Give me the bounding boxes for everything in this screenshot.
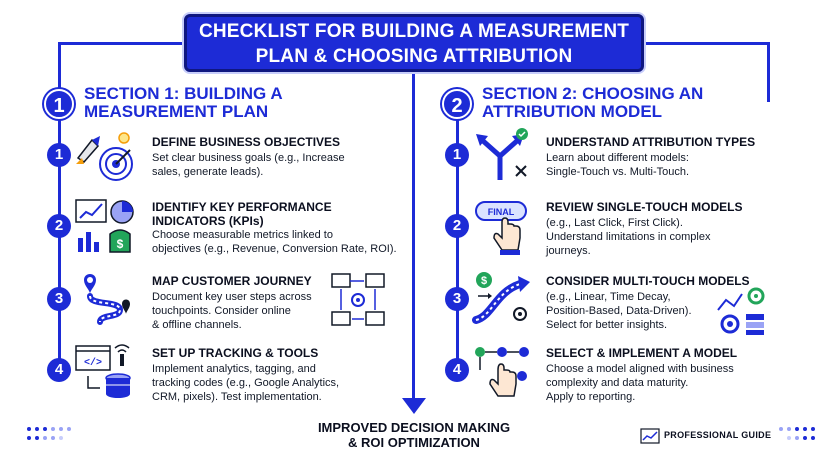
final-label: FINAL	[488, 207, 515, 217]
section-2-item-1-title: UNDERSTAND ATTRIBUTION TYPES	[546, 135, 755, 149]
section-2-item-3-desc-line-3: Select for better insights.	[546, 319, 668, 331]
section-2-item-4-desc-line-3: Apply to reporting.	[546, 391, 636, 403]
section-1-item-3-title-line: MAP CUSTOMER JOURNEY	[152, 274, 312, 288]
section-1-item-3-description: Document key user steps across touchpoin…	[152, 290, 312, 332]
section-2-item-4-title-line: SELECT & IMPLEMENT A MODEL	[546, 346, 738, 360]
section-2-step-3-badge: 3	[445, 287, 469, 311]
center-arrow-head-icon	[402, 398, 426, 414]
section-1-item-2-title: IDENTIFY KEY PERFORMANCE INDICATORS (KPI…	[152, 200, 332, 228]
svg-text:$: $	[117, 237, 124, 251]
section-2-title-line-1: SECTION 2: CHOOSING AN	[482, 84, 704, 103]
section-1-item-3-desc-line-3: & offline channels.	[152, 319, 242, 331]
frame-right-vertical-line	[767, 42, 770, 102]
section-2-item-2-title: REVIEW SINGLE-TOUCH MODELS	[546, 200, 742, 214]
section-1-item-1-desc-line-1: Set clear business goals (e.g., Increase	[152, 152, 345, 164]
section-1-step-3-badge: 3	[47, 287, 71, 311]
decorative-dots-right	[779, 427, 815, 440]
section-2-item-3-title: CONSIDER MULTI-TOUCH MODELS	[546, 274, 750, 288]
page-title: CHECKLIST FOR BUILDING A MEASUREMENT PLA…	[184, 14, 644, 72]
section-1-step-1-badge: 1	[47, 143, 71, 167]
section-2-item-2-desc-line-3: journeys.	[546, 245, 591, 257]
section-2-item-4-desc-line-2: complexity and data maturity.	[546, 377, 689, 389]
section-1-item-3-title: MAP CUSTOMER JOURNEY	[152, 274, 312, 288]
section-1-item-1-title-line: DEFINE BUSINESS OBJECTIVES	[152, 135, 341, 149]
svg-text:$: $	[481, 275, 487, 287]
svg-text:</>: </>	[84, 357, 102, 369]
section-1-step-4-badge: 4	[47, 358, 71, 382]
section-2-item-4-desc-line-1: Choose a model aligned with business	[546, 363, 734, 375]
decorative-dots-left	[27, 427, 71, 440]
section-1-number-badge: 1	[44, 89, 74, 119]
guide-chart-icon	[640, 428, 660, 444]
section-2-item-3-desc-line-2: Position-Based, Data-Driven).	[546, 305, 692, 317]
section-2-item-1-desc-line-2: Single-Touch vs. Multi-Touch.	[546, 166, 690, 178]
kpi-charts-icon: $	[75, 199, 134, 253]
section-1-item-4-title-line: SET UP TRACKING & TOOLS	[152, 346, 319, 360]
frame-right-top-line	[643, 42, 770, 45]
professional-guide-badge: PROFESSIONAL GUIDE	[664, 430, 772, 440]
section-1-title-line-2: MEASUREMENT PLAN	[84, 102, 269, 121]
section-2-item-2-title-line: REVIEW SINGLE-TOUCH MODELS	[546, 200, 743, 214]
section-1-item-4-desc-line-2: tracking codes (e.g., Google Analytics,	[152, 377, 340, 389]
final-click-icon: FINAL	[475, 201, 527, 255]
section-1-item-3-desc-line-2: touchpoints. Consider online	[152, 305, 291, 317]
section-2-item-2-desc-line-1: (e.g., Last Click, First Click).	[546, 217, 683, 229]
section-2-step-4-badge: 4	[445, 358, 469, 382]
gears-hierarchy-icon	[717, 287, 765, 335]
journey-path-icon	[84, 274, 130, 325]
select-model-icon	[475, 347, 529, 397]
section-1-item-2-desc-line-1: Choose measurable metrics linked to	[152, 229, 333, 241]
section-2-number-badge: 2	[442, 89, 472, 119]
section-1-step-2-badge: 2	[47, 214, 71, 238]
section-2-step-1-badge: 1	[445, 143, 469, 167]
section-2-step-2-badge: 2	[445, 214, 469, 238]
multi-path-icon: $	[472, 272, 530, 324]
section-1-item-2-description: Choose measurable metrics linked to obje…	[152, 228, 397, 256]
section-1-title: SECTION 1: BUILDING A MEASUREMENT PLAN	[84, 85, 283, 121]
section-1-item-2-title-line-2: INDICATORS (KPIs)	[152, 214, 264, 228]
section-2-item-3-description: (e.g., Linear, Time Decay, Position-Base…	[546, 290, 692, 332]
section-1-item-4-desc-line-1: Implement analytics, tagging, and	[152, 363, 316, 375]
section-1-item-4-title: SET UP TRACKING & TOOLS	[152, 346, 318, 360]
footer-outcome: IMPROVED DECISION MAKING & ROI OPTIMIZAT…	[296, 420, 532, 450]
section-1-item-1-desc-line-2: sales, generate leads).	[152, 166, 264, 178]
section-1-item-2-desc-line-2: objectives (e.g., Revenue, Conversion Ra…	[152, 243, 397, 255]
frame-left-vertical-line	[58, 42, 61, 102]
section-1-item-2-title-line-1: IDENTIFY KEY PERFORMANCE	[152, 200, 332, 214]
branching-arrows-icon	[476, 128, 528, 180]
section-2-item-1-desc-line-1: Learn about different models:	[546, 152, 689, 164]
frame-left-top-line	[58, 42, 185, 45]
section-2-title-line-2: ATTRIBUTION MODEL	[482, 102, 663, 121]
section-2-item-2-description: (e.g., Last Click, First Click). Underst…	[546, 216, 710, 258]
section-1-title-line-1: SECTION 1: BUILDING A	[84, 84, 283, 103]
section-2-item-4-description: Choose a model aligned with business com…	[546, 362, 734, 404]
footer-outcome-line-1: IMPROVED DECISION MAKING	[317, 420, 511, 435]
right-timeline-line	[456, 120, 459, 378]
section-1-item-1-title: DEFINE BUSINESS OBJECTIVES	[152, 135, 340, 149]
center-divider-line	[412, 72, 415, 402]
footer-outcome-line-2: & ROI OPTIMIZATION	[348, 435, 480, 450]
section-1-item-4-desc-line-3: CRM, pixels). Test implementation.	[152, 391, 322, 403]
section-2-item-4-title: SELECT & IMPLEMENT A MODEL	[546, 346, 737, 360]
code-database-icon: </>	[75, 344, 131, 398]
section-1-item-1-description: Set clear business goals (e.g., Increase…	[152, 151, 345, 179]
section-1-item-3-desc-line-1: Document key user steps across	[152, 291, 312, 303]
section-2-item-1-title-line: UNDERSTAND ATTRIBUTION TYPES	[546, 135, 756, 149]
section-2-title: SECTION 2: CHOOSING AN ATTRIBUTION MODEL	[482, 85, 703, 121]
devices-network-icon	[331, 273, 385, 326]
rocket-target-icon	[76, 132, 133, 181]
section-2-item-3-desc-line-1: (e.g., Linear, Time Decay,	[546, 291, 671, 303]
section-2-item-1-description: Learn about different models: Single-Tou…	[546, 151, 689, 179]
left-timeline-line	[58, 120, 61, 378]
section-1-item-4-description: Implement analytics, tagging, and tracki…	[152, 362, 339, 404]
section-2-item-2-desc-line-2: Understand limitations in complex	[546, 231, 711, 243]
section-2-item-3-title-line: CONSIDER MULTI-TOUCH MODELS	[546, 274, 750, 288]
page-title-line-2: PLAN & CHOOSING ATTRIBUTION	[255, 46, 573, 67]
page-title-line-1: CHECKLIST FOR BUILDING A MEASUREMENT	[198, 21, 630, 42]
